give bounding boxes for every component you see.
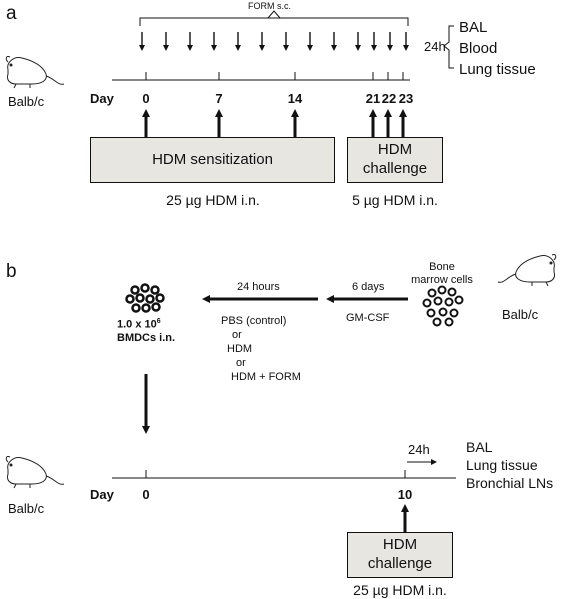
bmdc-dose: 1.0 x 106 — [117, 318, 161, 331]
challenge-box-a-line1: HDM — [377, 141, 413, 159]
panel-a-letter: a — [6, 3, 17, 24]
cells-label-line2: marrow cells — [411, 274, 473, 286]
step1-time: 6 days — [352, 281, 385, 293]
challenge-box-b-line1: HDM — [382, 536, 418, 554]
mouse-label-b-top: Balb/c — [502, 307, 539, 322]
cell-cluster-icon — [422, 285, 464, 327]
step1-agent: GM-CSF — [346, 312, 390, 324]
day-a-1: 7 — [215, 91, 223, 106]
readout-a-1: Blood — [459, 40, 498, 57]
step2-time: 24 hours — [237, 281, 280, 293]
condition-4: HDM + FORM — [231, 371, 301, 383]
day-b-1: 10 — [397, 487, 413, 502]
condition-3: or — [236, 357, 246, 369]
day-a-3: 21 — [365, 91, 381, 106]
condition-1: or — [232, 329, 242, 341]
bmdc-label: BMDCs i.n. — [117, 332, 176, 344]
hours-label-b: 24h — [408, 442, 430, 457]
challenge-box-a: HDM challenge — [347, 137, 443, 183]
mouse-icon — [5, 456, 65, 489]
day-a-2: 14 — [287, 91, 303, 106]
mouse-icon — [5, 56, 65, 89]
day-word-a: Day — [90, 91, 114, 106]
challenge-box-b-line2: challenge — [367, 555, 433, 572]
sensitization-box-label: HDM sensitization — [152, 150, 273, 168]
panel-b-letter: b — [6, 261, 17, 282]
bmdc-dose-value: 1.0 x 10 — [117, 318, 157, 331]
cells-label-line1: Bone — [429, 261, 455, 273]
hours-label-a: 24h — [424, 39, 446, 54]
readout-b-1: Lung tissue — [466, 457, 538, 473]
treatment-label: FORM s.c. — [248, 1, 291, 11]
mouse-icon — [497, 254, 557, 287]
treatment-bracket — [139, 17, 409, 26]
day-a-0: 0 — [142, 91, 150, 106]
readout-a-2: Lung tissue — [459, 61, 536, 78]
challenge-box-a-line2: challenge — [362, 160, 428, 177]
readout-a-0: BAL — [459, 19, 488, 36]
sensitization-box: HDM sensitization — [90, 137, 335, 183]
day-b-0: 0 — [142, 487, 150, 502]
readout-b-0: BAL — [466, 439, 493, 455]
challenge-box-b: HDM challenge — [347, 532, 453, 578]
injection-arrows — [139, 32, 409, 51]
sensitization-dose: 25 µg HDM i.n. — [166, 192, 260, 208]
condition-0: PBS (control) — [221, 315, 287, 327]
cell-cluster-icon — [125, 283, 165, 313]
day-a-5: 23 — [398, 91, 414, 106]
bmdc-dose-exponent: 6 — [156, 318, 161, 325]
challenge-dose-a: 5 µg HDM i.n. — [352, 192, 438, 208]
condition-2: HDM — [227, 343, 253, 355]
day-a-4: 22 — [381, 91, 397, 106]
challenge-dose-b: 25 µg HDM i.n. — [353, 582, 447, 598]
dose-arrows-a — [142, 109, 407, 137]
mouse-label-a: Balb/c — [8, 94, 45, 109]
readout-b-2: Bronchial LNs — [466, 475, 554, 491]
mouse-label-b-bottom: Balb/c — [8, 501, 45, 516]
day-word-b: Day — [90, 487, 114, 502]
